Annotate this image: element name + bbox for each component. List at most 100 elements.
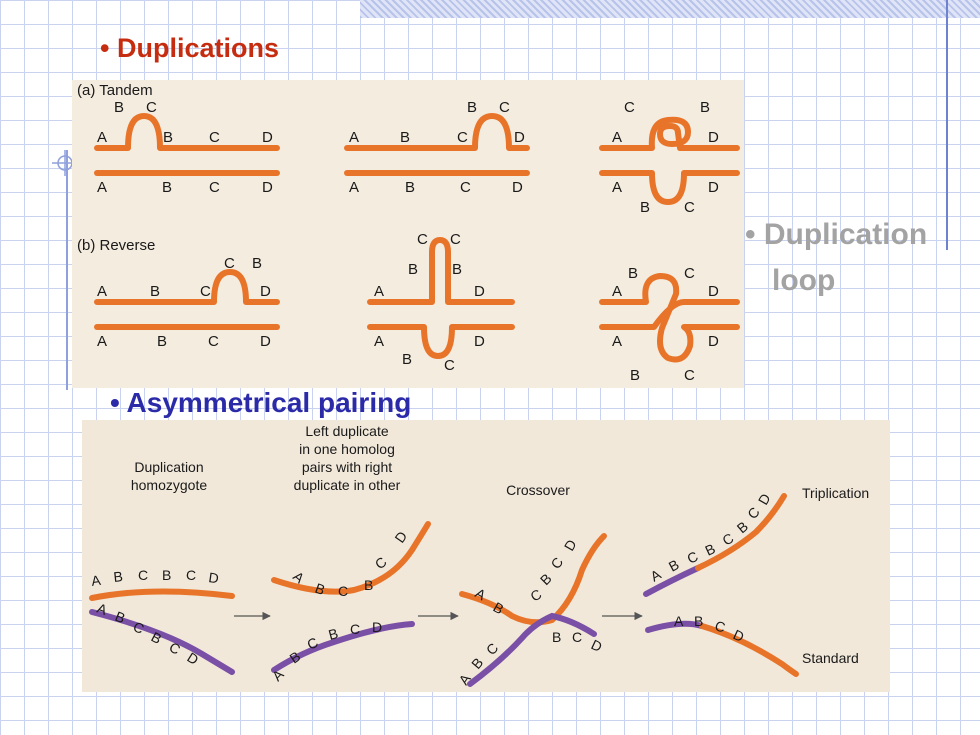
label-standard: Standard	[802, 650, 859, 666]
svg-text:D: D	[512, 179, 523, 196]
svg-text:C: C	[624, 99, 635, 116]
svg-text:C: C	[685, 548, 701, 567]
svg-text:D: D	[708, 283, 719, 300]
top-stripe	[360, 0, 980, 18]
svg-text:D: D	[708, 333, 719, 350]
duplication-loop-line2: loop	[772, 264, 836, 297]
stage-homozygote: A B C B C D A B C B C D	[89, 567, 235, 675]
svg-text:A: A	[612, 283, 622, 300]
svg-text:C: C	[167, 639, 184, 658]
svg-text:D: D	[708, 179, 719, 196]
svg-text:D: D	[474, 283, 485, 300]
svg-text:C: C	[372, 554, 390, 573]
svg-text:D: D	[474, 333, 485, 350]
svg-text:C: C	[572, 629, 582, 645]
tandem-middle-pair: B C A B C D A B C D	[344, 99, 530, 196]
svg-text:D: D	[208, 569, 220, 586]
svg-text:D: D	[514, 129, 525, 146]
label-triplication: Triplication	[802, 485, 869, 501]
svg-text:A: A	[90, 572, 102, 589]
svg-text:D: D	[391, 528, 410, 545]
reverse-left-pair: C B A B C D A B C D	[94, 255, 280, 350]
svg-text:C: C	[684, 199, 695, 216]
svg-text:D: D	[589, 636, 605, 655]
svg-text:C: C	[417, 231, 428, 248]
svg-text:C: C	[208, 333, 219, 350]
tandem-label: (a) Tandem	[77, 82, 153, 99]
tandem-right-pair: C B A D A D B C	[599, 99, 740, 216]
svg-text:D: D	[262, 129, 273, 146]
svg-text:C: C	[350, 621, 360, 637]
svg-text:A: A	[349, 129, 359, 146]
svg-text:A: A	[97, 129, 107, 146]
svg-text:B: B	[252, 255, 262, 272]
svg-text:C: C	[209, 129, 220, 146]
svg-text:B: B	[162, 179, 172, 196]
svg-text:A: A	[97, 283, 107, 300]
svg-text:B: B	[364, 577, 373, 593]
svg-text:B: B	[162, 567, 171, 583]
svg-text:B: B	[327, 625, 340, 643]
svg-text:A: A	[97, 179, 107, 196]
stage-crossover: A B C B C D A B C B C D	[455, 533, 607, 688]
svg-text:pairs with right: pairs with right	[302, 459, 392, 475]
svg-text:D: D	[372, 619, 382, 635]
reverse-label: (b) Reverse	[77, 237, 155, 254]
svg-text:C: C	[547, 554, 566, 571]
svg-text:B: B	[734, 518, 751, 536]
svg-text:C: C	[338, 583, 348, 599]
svg-text:B: B	[402, 351, 412, 368]
svg-text:B: B	[694, 613, 703, 629]
svg-text:B: B	[114, 99, 124, 116]
svg-text:A: A	[374, 333, 384, 350]
label-crossover: Crossover	[506, 482, 570, 498]
svg-text:C: C	[200, 283, 211, 300]
asymmetrical-pairing-heading: • Asymmetrical pairing	[110, 387, 412, 418]
reverse-middle-pair: C C B B A D A D B C	[367, 231, 515, 374]
stage-products: A B C B C B C D A B C D	[643, 491, 799, 677]
svg-text:B: B	[405, 179, 415, 196]
svg-text:D: D	[260, 283, 271, 300]
svg-text:C: C	[444, 357, 455, 374]
svg-text:D: D	[755, 491, 774, 508]
tandem-left-pair: B C A B C D A B C D	[94, 99, 280, 196]
svg-text:D: D	[708, 129, 719, 146]
svg-text:B: B	[640, 199, 650, 216]
svg-text:C: C	[138, 567, 148, 583]
svg-text:C: C	[744, 504, 763, 522]
svg-text:B: B	[452, 261, 462, 278]
label-duplication: Duplication	[134, 459, 203, 475]
svg-text:C: C	[528, 586, 545, 605]
duplication-loop-label: • Duplication loop	[745, 212, 927, 304]
svg-text:A: A	[349, 179, 359, 196]
label-homozygote: homozygote	[131, 477, 207, 493]
svg-text:D: D	[260, 333, 271, 350]
svg-text:D: D	[262, 179, 273, 196]
svg-text:C: C	[224, 255, 235, 272]
svg-text:B: B	[113, 568, 124, 585]
right-rule	[946, 0, 948, 250]
svg-text:C: C	[209, 179, 220, 196]
svg-text:B: B	[552, 629, 561, 645]
svg-text:B: B	[408, 261, 418, 278]
svg-text:C: C	[450, 231, 461, 248]
svg-text:C: C	[457, 129, 468, 146]
svg-text:B: B	[163, 129, 173, 146]
svg-text:B: B	[400, 129, 410, 146]
svg-text:B: B	[666, 556, 682, 575]
duplication-loop-line1: • Duplication	[745, 218, 928, 251]
svg-text:duplicate in other: duplicate in other	[294, 477, 401, 493]
svg-text:B: B	[150, 283, 160, 300]
svg-text:C: C	[684, 367, 695, 384]
svg-text:C: C	[684, 265, 695, 282]
svg-text:A: A	[97, 333, 107, 350]
svg-text:A: A	[612, 179, 622, 196]
svg-text:B: B	[467, 99, 477, 116]
svg-text:D: D	[561, 537, 580, 554]
svg-text:B: B	[628, 265, 638, 282]
svg-text:C: C	[186, 567, 196, 583]
